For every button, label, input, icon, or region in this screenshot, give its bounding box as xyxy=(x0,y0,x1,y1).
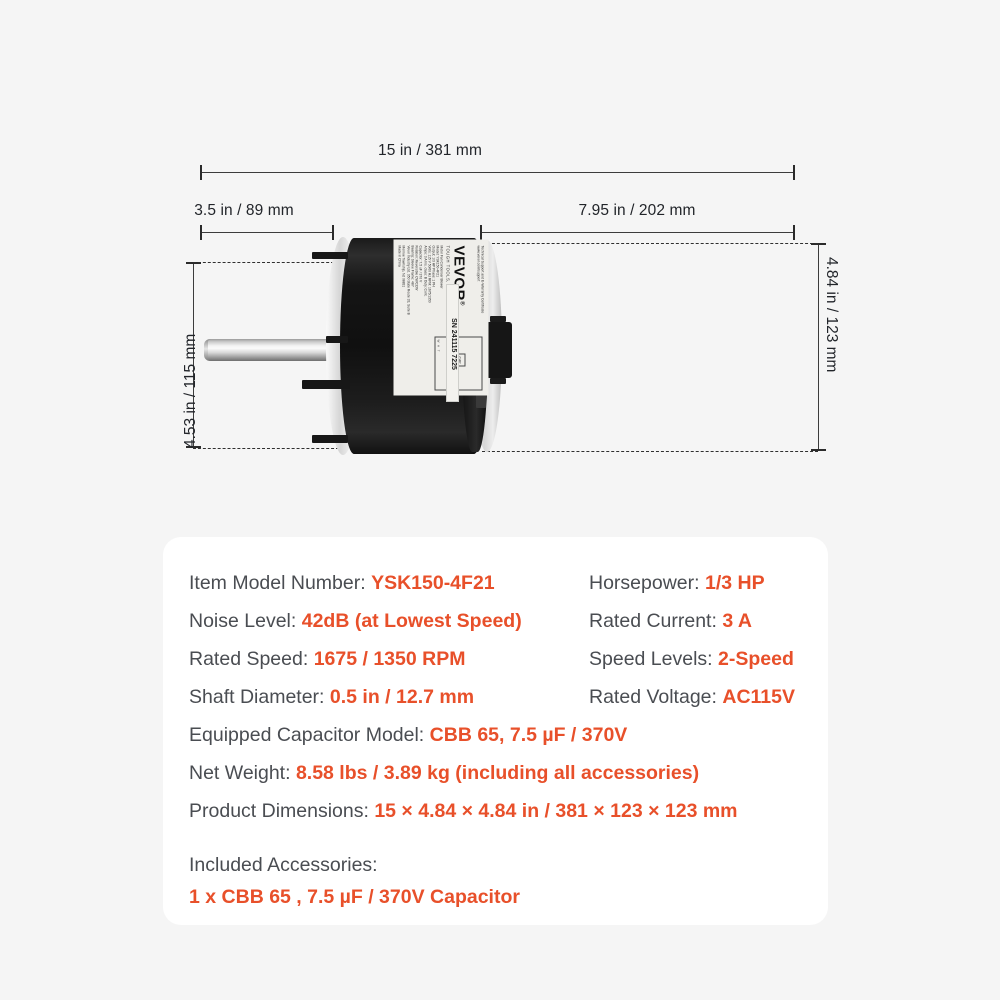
wiring-terminal-labels: WHT xyxy=(436,339,441,355)
spec-value: 1/3 HP xyxy=(704,572,765,594)
serial-number-sticker: SN 241115 7225 xyxy=(446,284,459,402)
hub-fin-bottom xyxy=(490,378,506,384)
spec-row-net-weight: Net Weight: 8.58 lbs / 3.89 kg (includin… xyxy=(189,755,806,793)
spec-value: 2-Speed xyxy=(718,648,794,670)
spec-value: 0.5 in / 12.7 mm xyxy=(329,686,475,708)
spec-value: 8.58 lbs / 3.89 kg (including all access… xyxy=(295,762,700,784)
spec-key: Item Model Number: xyxy=(189,572,372,594)
included-accessories-title: Included Accessories: xyxy=(189,854,378,876)
overall-height-dimension-line xyxy=(811,243,826,451)
spec-key: Shaft Diameter: xyxy=(189,686,330,708)
spec-value: 1675 / 1350 RPM xyxy=(313,648,466,670)
spec-value: AC115V xyxy=(722,686,795,708)
specifications-card: Item Model Number: YSK150-4F21 Horsepowe… xyxy=(163,537,828,925)
spec-row-capacitor-model: Equipped Capacitor Model: CBB 65, 7.5 µF… xyxy=(189,717,806,755)
shaft-right-length-label: 7.95 in / 202 mm xyxy=(578,202,696,219)
spec-key: Noise Level: xyxy=(189,610,302,632)
spec-value: 3 A xyxy=(722,610,752,632)
extension-line-top-left xyxy=(193,262,339,263)
shaft-left-dimension-line xyxy=(200,225,334,240)
spec-key: Speed Levels: xyxy=(589,648,719,670)
overall-height-label: 4.84 in / 123 mm xyxy=(823,257,840,373)
spec-key: Rated Voltage: xyxy=(589,686,723,708)
spec-value: 42dB (at Lowest Speed) xyxy=(301,610,522,632)
spec-key: Rated Current: xyxy=(589,610,723,632)
included-accessories-section: Included Accessories: 1 x CBB 65 , 7.5 µ… xyxy=(189,849,806,913)
extension-line-top-right xyxy=(482,243,818,244)
mounting-stud-top xyxy=(312,252,348,259)
spec-value: YSK150-4F21 xyxy=(371,572,495,594)
shaft-right-dimension-line xyxy=(480,225,795,240)
overall-length-label: 15 in / 381 mm xyxy=(378,142,482,159)
motor-shaft-hub xyxy=(486,322,512,378)
spec-row-shaft-diameter: Shaft Diameter: 0.5 in / 12.7 mm xyxy=(189,679,589,717)
spec-value: CBB 65, 7.5 µF / 370V xyxy=(429,724,628,746)
label-support-line: Technical Support and E-Warranty Certifi… xyxy=(476,245,485,314)
hub-fin-top xyxy=(490,316,506,322)
spec-key: Rated Speed: xyxy=(189,648,314,670)
serial-number-text: SN 241115 7225 xyxy=(450,318,457,370)
overall-length-dimension-line xyxy=(200,165,795,180)
spec-value: 15 × 4.84 × 4.84 in / 381 × 123 × 123 mm xyxy=(374,800,738,822)
spec-row-rated-speed: Rated Speed: 1675 / 1350 RPM xyxy=(189,641,589,679)
spec-row-rated-voltage: Rated Voltage: AC115V xyxy=(589,679,806,717)
mounting-stud-middle xyxy=(326,336,348,343)
mounting-stud-bottom xyxy=(312,435,348,443)
motor-shaft-left xyxy=(208,339,342,361)
spec-row-horsepower: Horsepower: 1/3 HP xyxy=(589,565,806,603)
body-height-label: 4.53 in / 115 mm xyxy=(182,333,199,448)
spec-key: Equipped Capacitor Model: xyxy=(189,724,430,746)
spec-key: Net Weight: xyxy=(189,762,296,784)
extension-line-bottom-left xyxy=(193,448,339,449)
motor-spec-label: Technical Support and E-Warranty Certifi… xyxy=(393,239,489,396)
spec-key: Horsepower: xyxy=(589,572,705,594)
body-height-dimension-line xyxy=(186,262,201,448)
spec-row-rated-current: Rated Current: 3 A xyxy=(589,603,806,641)
product-dimension-diagram: 15 in / 381 mm 3.5 in / 89 mm 7.95 in / … xyxy=(182,142,840,455)
spec-key: Product Dimensions: xyxy=(189,800,375,822)
spec-row-noise-level: Noise Level: 42dB (at Lowest Speed) xyxy=(189,603,589,641)
spec-grid: Item Model Number: YSK150-4F21 Horsepowe… xyxy=(189,565,806,717)
extension-line-bottom-right xyxy=(482,451,818,452)
mounting-stud-lower xyxy=(302,380,350,389)
spec-row-product-dimensions: Product Dimensions: 15 × 4.84 × 4.84 in … xyxy=(189,793,806,831)
terminal-box xyxy=(476,386,486,408)
spec-row-item-model-number: Item Model Number: YSK150-4F21 xyxy=(189,565,589,603)
motor-product-image: Technical Support and E-Warranty Certifi… xyxy=(200,237,800,455)
shaft-left-length-label: 3.5 in / 89 mm xyxy=(194,202,294,219)
spec-row-speed-levels: Speed Levels: 2-Speed xyxy=(589,641,806,679)
included-accessories-item: 1 x CBB 65 , 7.5 µF / 370V Capacitor xyxy=(189,886,520,908)
